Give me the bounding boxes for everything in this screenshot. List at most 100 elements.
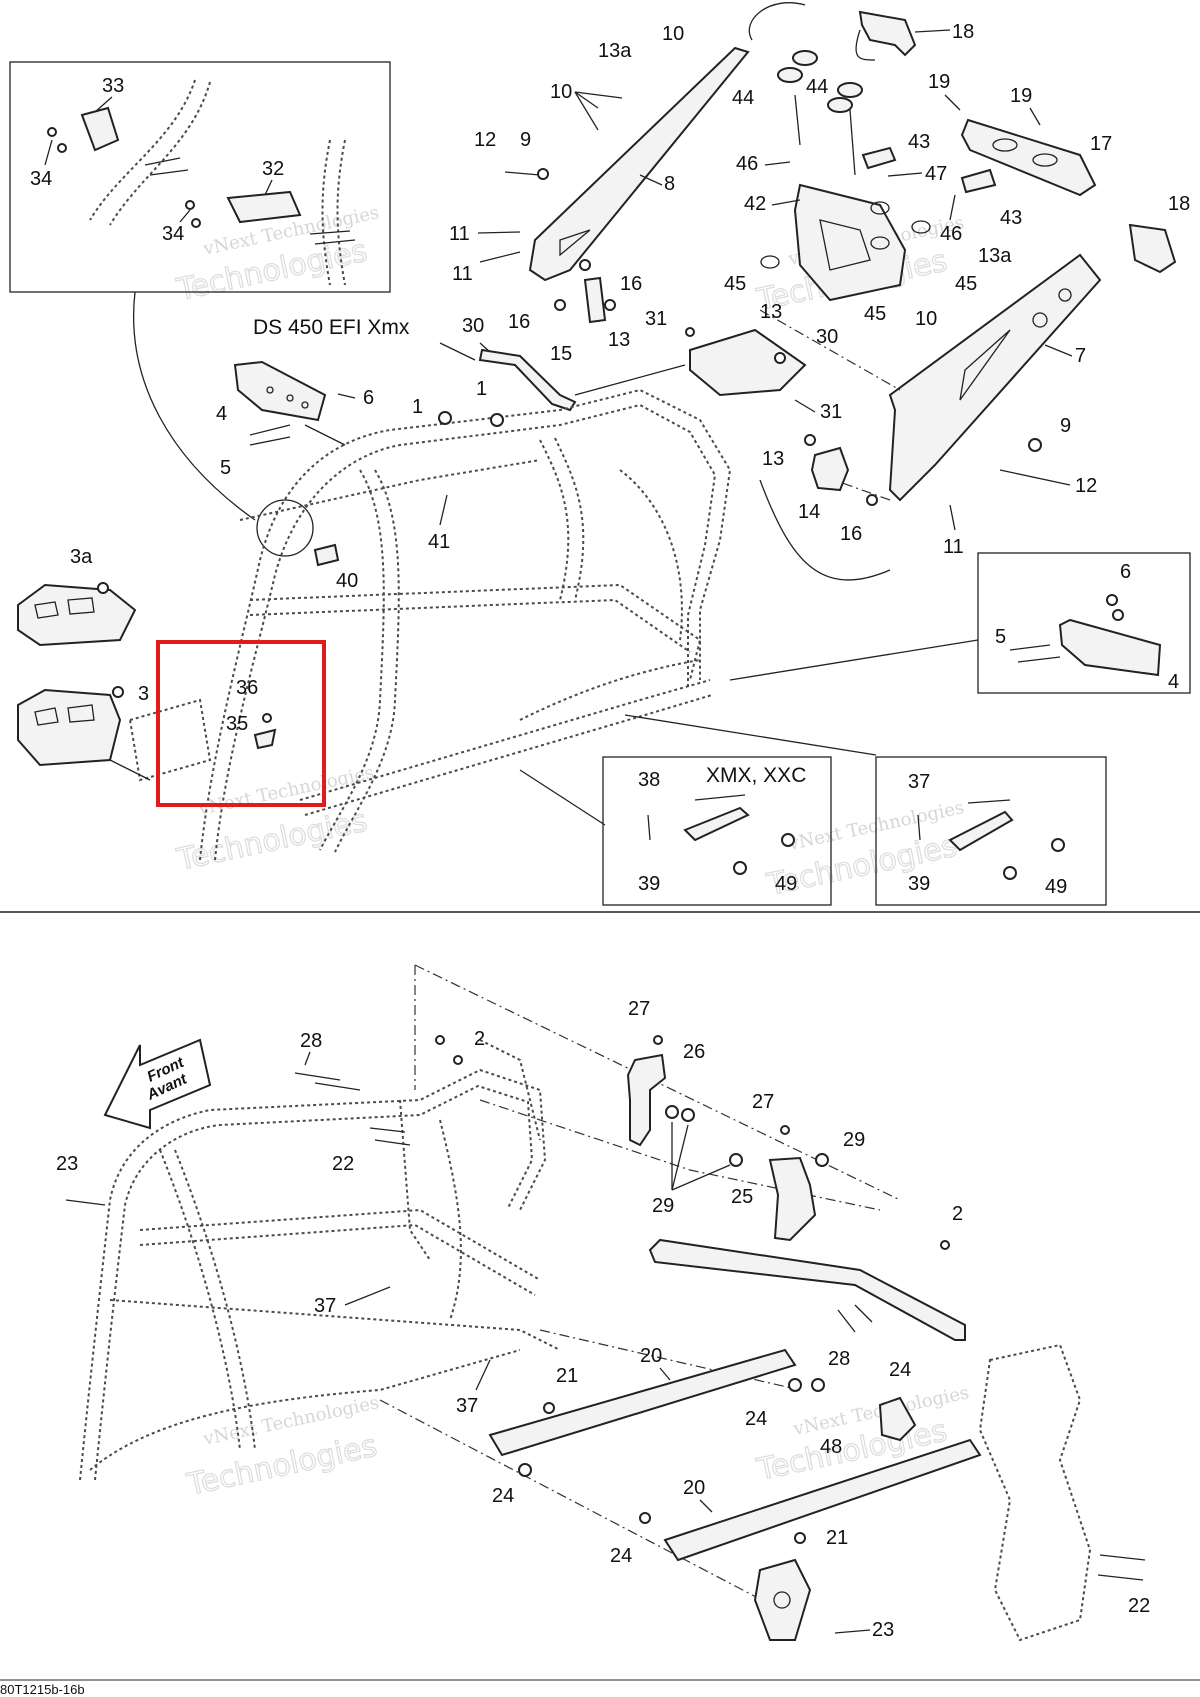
leader-line [659, 1367, 671, 1381]
frame-crossmember [139, 1208, 541, 1281]
part-3a-guard [17, 583, 137, 647]
callout-24: 24 [610, 1545, 632, 1567]
callout-28: 28 [300, 1030, 322, 1052]
nut [554, 299, 566, 311]
callout-21: 21 [826, 1527, 848, 1549]
rear-upper-group: 18 19 19 17 18 13a [748, 2, 1190, 274]
leader-curve [855, 29, 876, 61]
mount-14-group: 13 14 16 [759, 434, 891, 581]
callout-11: 11 [452, 263, 473, 285]
bolt [917, 814, 921, 841]
frame-tube [239, 459, 541, 521]
callout-6: 6 [363, 387, 374, 409]
bolt-head [940, 1240, 950, 1250]
leader-line [944, 94, 961, 111]
callout-18: 18 [952, 21, 974, 43]
nut [788, 1378, 802, 1392]
clamp-39 [683, 806, 750, 842]
part-14-mount [810, 446, 850, 492]
rail-hole [1058, 288, 1072, 302]
callout-3: 3 [138, 683, 149, 705]
callout-16: 16 [508, 311, 530, 333]
callout-33: 33 [102, 75, 124, 97]
nut [112, 686, 124, 698]
leader-line [479, 342, 491, 353]
bolt [477, 231, 521, 234]
callout-27: 27 [628, 998, 650, 1020]
model-label: DS 450 EFI Xmx [253, 316, 410, 339]
callout-9: 9 [520, 129, 531, 151]
callout-44: 44 [806, 76, 828, 98]
guard-slot [34, 601, 59, 619]
nut [185, 200, 195, 210]
bolt [999, 469, 1071, 486]
bolt [1099, 1554, 1146, 1561]
bolt [837, 1309, 856, 1333]
callout-36: 36 [236, 677, 258, 699]
nut [47, 127, 57, 137]
plug [438, 411, 452, 425]
leader-line [574, 91, 623, 99]
bolt [949, 504, 956, 531]
bolt [1009, 644, 1051, 651]
part-40-clip [313, 543, 340, 567]
nut [774, 352, 786, 364]
callout-12: 12 [474, 129, 496, 151]
frame-tube [159, 1149, 241, 1451]
callout-31: 31 [645, 308, 667, 330]
direction-arrow-icon [103, 1038, 212, 1130]
bolt [694, 794, 746, 801]
footrest-stud [266, 386, 274, 394]
inset-frame [9, 61, 391, 293]
leader-curve [748, 2, 806, 41]
part-48-bracket [878, 1396, 917, 1442]
callout-20: 20 [683, 1477, 705, 1499]
callout-31: 31 [820, 401, 842, 423]
bolt [249, 436, 291, 446]
rail-hole [1032, 312, 1048, 328]
main-frame-top [128, 388, 732, 861]
callout-15: 15 [550, 343, 572, 365]
leader-line [574, 91, 599, 131]
frame-tube [319, 469, 385, 851]
callout-30: 30 [816, 326, 838, 348]
callout-21: 21 [556, 1365, 578, 1387]
leader-arrow [624, 714, 877, 756]
callout-39: 39 [908, 873, 930, 895]
nut [1106, 594, 1118, 606]
frame-rail [304, 694, 713, 816]
inset-guard-detail: 33 34 32 34 [9, 61, 391, 557]
lower-mounts: 23 22 [753, 1343, 1150, 1642]
part-43-clip [960, 168, 997, 194]
callout-17: 17 [1090, 133, 1112, 155]
frame-crossmember [139, 1223, 536, 1296]
callout-34: 34 [30, 168, 52, 190]
callout-29: 29 [652, 1195, 674, 1217]
callout-1: 1 [476, 378, 487, 400]
frame-crossmember [249, 598, 691, 653]
callout-45: 45 [724, 273, 746, 295]
callout-28: 28 [828, 1348, 850, 1370]
guard-slot [67, 597, 95, 615]
part-45-grommet [870, 201, 890, 215]
frame-rail [299, 679, 711, 801]
cap-44 [837, 82, 863, 98]
callout-19: 19 [1010, 85, 1032, 107]
callout-4: 4 [216, 403, 227, 425]
leader-line [179, 209, 191, 223]
leader-line [671, 1164, 731, 1191]
assembly-line [539, 1329, 801, 1391]
callout-3a: 3a [70, 546, 93, 568]
highlight-box [156, 640, 326, 807]
rail-cutout [959, 329, 1011, 401]
callout-18: 18 [1168, 193, 1190, 215]
inset-frame [602, 756, 832, 906]
footrest-stud [286, 394, 294, 402]
part-8-rail: 10 13a 10 8 12 9 11 11 16 16 15 13 [449, 23, 750, 365]
bolt [309, 230, 351, 235]
frame-tube [334, 469, 400, 853]
rail-20-upper: 20 21 24 24 24 48 [488, 1345, 917, 1507]
leader-curve [759, 479, 891, 581]
guard-plate [226, 190, 302, 224]
inset-clamp-std: 37 39 49 [624, 714, 1107, 906]
